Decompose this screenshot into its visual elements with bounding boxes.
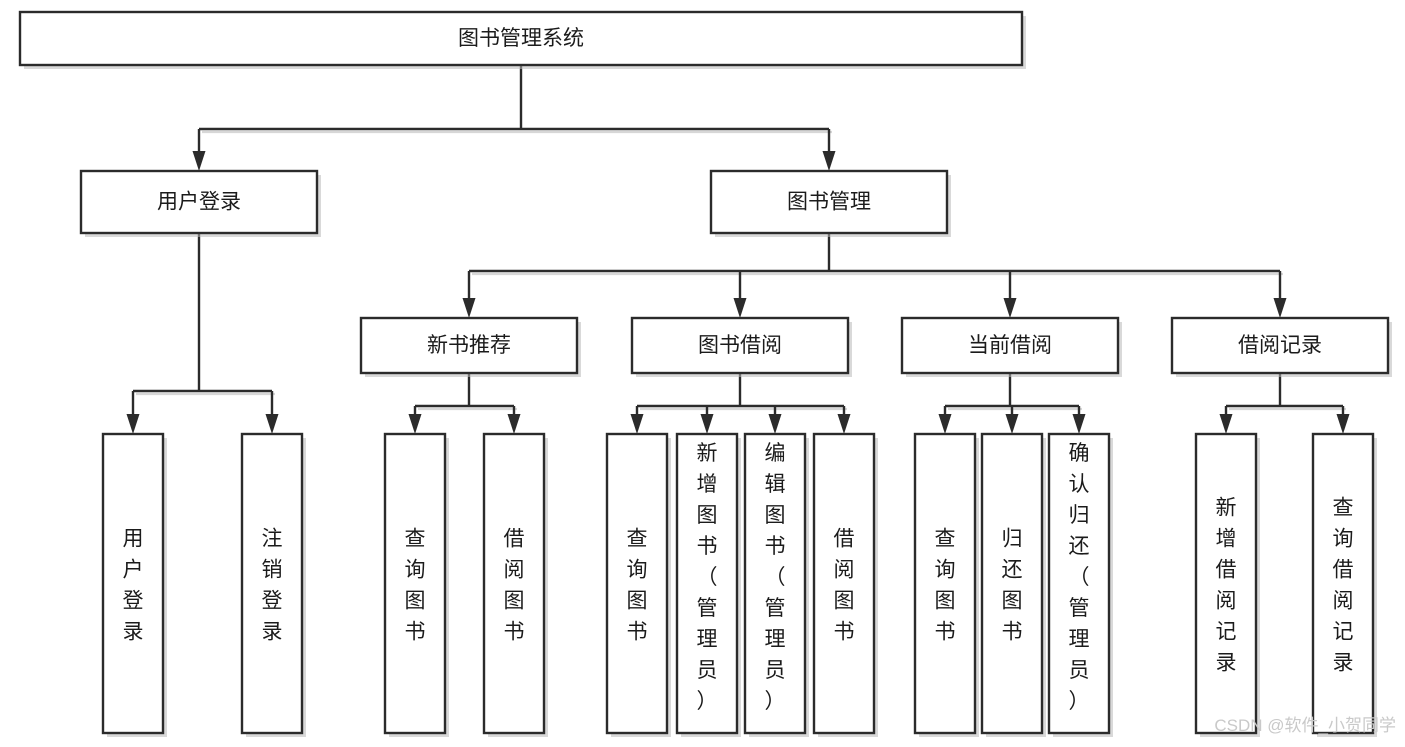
node-leaf-user-logout[interactable]: 注销登录 bbox=[240, 432, 306, 737]
node-leaf-rec-query-book[interactable]: 查询图书 bbox=[383, 432, 449, 737]
node-label: 查询图书 bbox=[935, 528, 956, 644]
node-label: 图书管理 bbox=[787, 191, 871, 214]
node-label: 查询图书 bbox=[405, 528, 426, 644]
arrow-head-icon bbox=[1072, 414, 1086, 434]
node-label: 借阅记录 bbox=[1238, 334, 1322, 357]
arrow-head-icon bbox=[462, 298, 476, 318]
node-box[interactable] bbox=[709, 169, 949, 235]
node-user-login[interactable]: 用户登录 bbox=[79, 169, 321, 237]
arrow-head-icon bbox=[837, 414, 851, 434]
node-label: 查询图书 bbox=[627, 528, 648, 644]
arrow-head-icon bbox=[1003, 298, 1017, 318]
node-book-manage[interactable]: 图书管理 bbox=[709, 169, 951, 237]
node-box[interactable] bbox=[605, 432, 669, 735]
arrow-head-icon bbox=[768, 414, 782, 434]
node-box[interactable] bbox=[79, 169, 319, 235]
node-box[interactable] bbox=[913, 432, 977, 735]
node-borrow-record[interactable]: 借阅记录 bbox=[1170, 316, 1392, 377]
node-current-borrow[interactable]: 当前借阅 bbox=[900, 316, 1122, 377]
node-label: 图书管理系统 bbox=[458, 27, 584, 50]
node-box[interactable] bbox=[1170, 316, 1390, 375]
node-label: 查询借阅记录 bbox=[1333, 497, 1354, 675]
arrow-head-icon bbox=[192, 151, 206, 171]
node-leaf-borrow-query-book[interactable]: 查询图书 bbox=[605, 432, 671, 737]
connector-group-root-to-level1 bbox=[192, 65, 836, 171]
watermark-label: CSDN @软件_小贺同学 bbox=[1214, 716, 1396, 735]
node-leaf-borrow-add-book[interactable]: 新增图书（管理员） bbox=[675, 432, 741, 737]
node-label: 当前借阅 bbox=[968, 334, 1052, 357]
connector-group-userlogin-to-leaves bbox=[126, 233, 279, 434]
node-box[interactable] bbox=[1194, 432, 1258, 735]
node-leaf-record-query[interactable]: 查询借阅记录 bbox=[1311, 432, 1377, 737]
node-box[interactable] bbox=[812, 432, 876, 735]
node-leaf-rec-borrow-book[interactable]: 借阅图书 bbox=[482, 432, 548, 737]
node-box[interactable] bbox=[101, 432, 165, 735]
node-leaf-record-add[interactable]: 新增借阅记录 bbox=[1194, 432, 1260, 737]
connector-group-bookborrow-to-leaves bbox=[630, 373, 851, 434]
node-label: 借阅图书 bbox=[834, 528, 855, 644]
node-box[interactable] bbox=[482, 432, 546, 735]
node-box[interactable] bbox=[359, 316, 579, 375]
arrow-head-icon bbox=[1005, 414, 1019, 434]
arrow-head-icon bbox=[1336, 414, 1350, 434]
node-leaf-current-return-book[interactable]: 归还图书 bbox=[980, 432, 1046, 737]
arrow-head-icon bbox=[408, 414, 422, 434]
node-label: 新书推荐 bbox=[427, 334, 511, 357]
node-book-borrow[interactable]: 图书借阅 bbox=[630, 316, 852, 377]
node-box[interactable] bbox=[743, 432, 807, 735]
node-leaf-borrow-edit-book[interactable]: 编辑图书（管理员） bbox=[743, 432, 809, 737]
arrow-head-icon bbox=[507, 414, 521, 434]
connector-group-borrowrecord-to-leaves bbox=[1219, 373, 1350, 434]
node-leaf-current-confirm-return[interactable]: 确认归还（管理员） bbox=[1047, 432, 1113, 737]
node-label: 用户登录 bbox=[157, 191, 241, 214]
node-label: 图书借阅 bbox=[698, 334, 782, 357]
connector-layer bbox=[126, 65, 1350, 434]
arrow-head-icon bbox=[700, 414, 714, 434]
arrow-head-icon bbox=[630, 414, 644, 434]
node-label: 编辑图书（管理员） bbox=[765, 442, 786, 713]
arrow-head-icon bbox=[733, 298, 747, 318]
node-box[interactable] bbox=[630, 316, 850, 375]
arrow-head-icon bbox=[1273, 298, 1287, 318]
arrow-head-icon bbox=[822, 151, 836, 171]
node-box[interactable] bbox=[900, 316, 1120, 375]
node-new-book-rec[interactable]: 新书推荐 bbox=[359, 316, 581, 377]
connector-group-newbookrec-to-leaves bbox=[408, 373, 521, 434]
node-box[interactable] bbox=[18, 10, 1024, 67]
connector-group-currentborrow-to-leaves bbox=[938, 373, 1086, 434]
node-box[interactable] bbox=[1311, 432, 1375, 735]
node-label: 新增借阅记录 bbox=[1216, 497, 1237, 675]
node-label: 确认归还（管理员） bbox=[1069, 442, 1090, 713]
node-leaf-borrow-borrow-book[interactable]: 借阅图书 bbox=[812, 432, 878, 737]
node-box[interactable] bbox=[383, 432, 447, 735]
node-label: 用户登录 bbox=[123, 528, 144, 644]
arrow-head-icon bbox=[1219, 414, 1233, 434]
node-box[interactable] bbox=[1047, 432, 1111, 735]
node-leaf-user-login[interactable]: 用户登录 bbox=[101, 432, 167, 737]
node-label: 借阅图书 bbox=[504, 528, 525, 644]
node-box[interactable] bbox=[980, 432, 1044, 735]
connector-group-bookmanage-to-level2 bbox=[462, 233, 1287, 318]
node-box[interactable] bbox=[675, 432, 739, 735]
arrow-head-icon bbox=[938, 414, 952, 434]
node-layer: 图书管理系统用户登录图书管理新书推荐图书借阅当前借阅借阅记录用户登录注销登录查询… bbox=[18, 10, 1392, 737]
node-root[interactable]: 图书管理系统 bbox=[18, 10, 1026, 69]
node-label: 归还图书 bbox=[1002, 528, 1023, 644]
arrow-head-icon bbox=[126, 414, 140, 434]
node-label: 注销登录 bbox=[262, 528, 283, 644]
node-label: 新增图书（管理员） bbox=[697, 442, 718, 713]
node-leaf-current-query-book[interactable]: 查询图书 bbox=[913, 432, 979, 737]
arrow-head-icon bbox=[265, 414, 279, 434]
node-box[interactable] bbox=[240, 432, 304, 735]
